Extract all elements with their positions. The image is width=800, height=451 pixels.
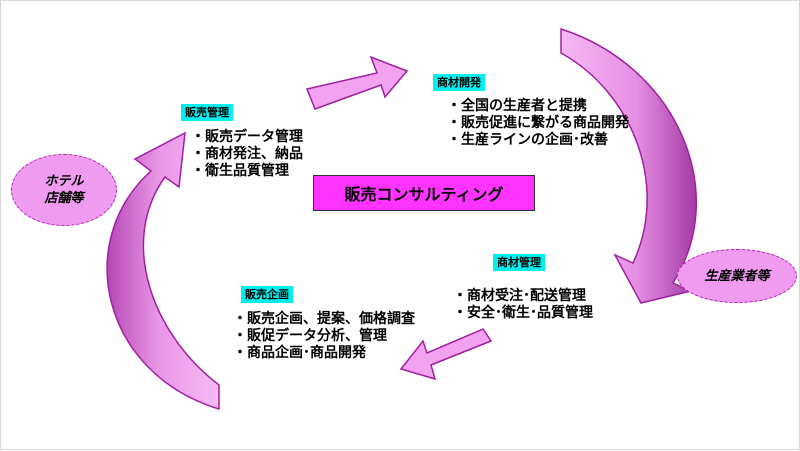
producer-ellipse: 生産業者等: [677, 249, 797, 303]
list-item: 販売データ管理: [191, 129, 303, 146]
list-item: 生産ラインの企画･改善: [447, 132, 629, 149]
center-label: 販売コンサルティング: [344, 185, 504, 204]
product-management-tag: 商材管理: [493, 254, 545, 271]
sales-management-list: 販売データ管理 商材発注、納品 衛生品質管理: [191, 129, 303, 180]
right-curved-arrow: [560, 27, 697, 304]
list-item: 販売促進に繋がる商品開発: [447, 115, 629, 132]
sales-consulting-box: 販売コンサルティング: [313, 175, 535, 211]
product-development-list: 全国の生産者と提携 販売促進に繋がる商品開発 生産ラインの企画･改善: [447, 98, 629, 149]
left-curved-arrow: [106, 131, 220, 411]
sales-management-tag: 販売管理: [181, 104, 233, 121]
sales-planning-list: 販売企画、提案、価格調査 販促データ分析、管理 商品企画･商品開発: [233, 311, 415, 362]
list-item: 販促データ分析、管理: [233, 328, 415, 345]
list-item: 安全･衛生･品質管理: [453, 305, 593, 322]
list-item: 商品企画･商品開発: [233, 345, 415, 362]
list-item: 商材受注･配送管理: [453, 288, 593, 305]
hotel-store-ellipse: ホテル 店舗等: [11, 154, 117, 226]
store-label: 店舗等: [44, 191, 84, 206]
sales-planning-tag: 販売企画: [241, 286, 293, 303]
product-development-tag: 商材開発: [433, 74, 485, 91]
producer-label: 生産業者等: [704, 268, 770, 284]
list-item: 販売企画、提案、価格調査: [233, 311, 415, 328]
list-item: 商材発注、納品: [191, 146, 303, 163]
product-management-list: 商材受注･配送管理 安全･衛生･品質管理: [453, 288, 593, 322]
hotel-label: ホテル: [44, 174, 84, 189]
list-item: 衛生品質管理: [191, 163, 303, 180]
list-item: 全国の生産者と提携: [447, 98, 629, 115]
top-straight-arrow: [305, 55, 409, 110]
